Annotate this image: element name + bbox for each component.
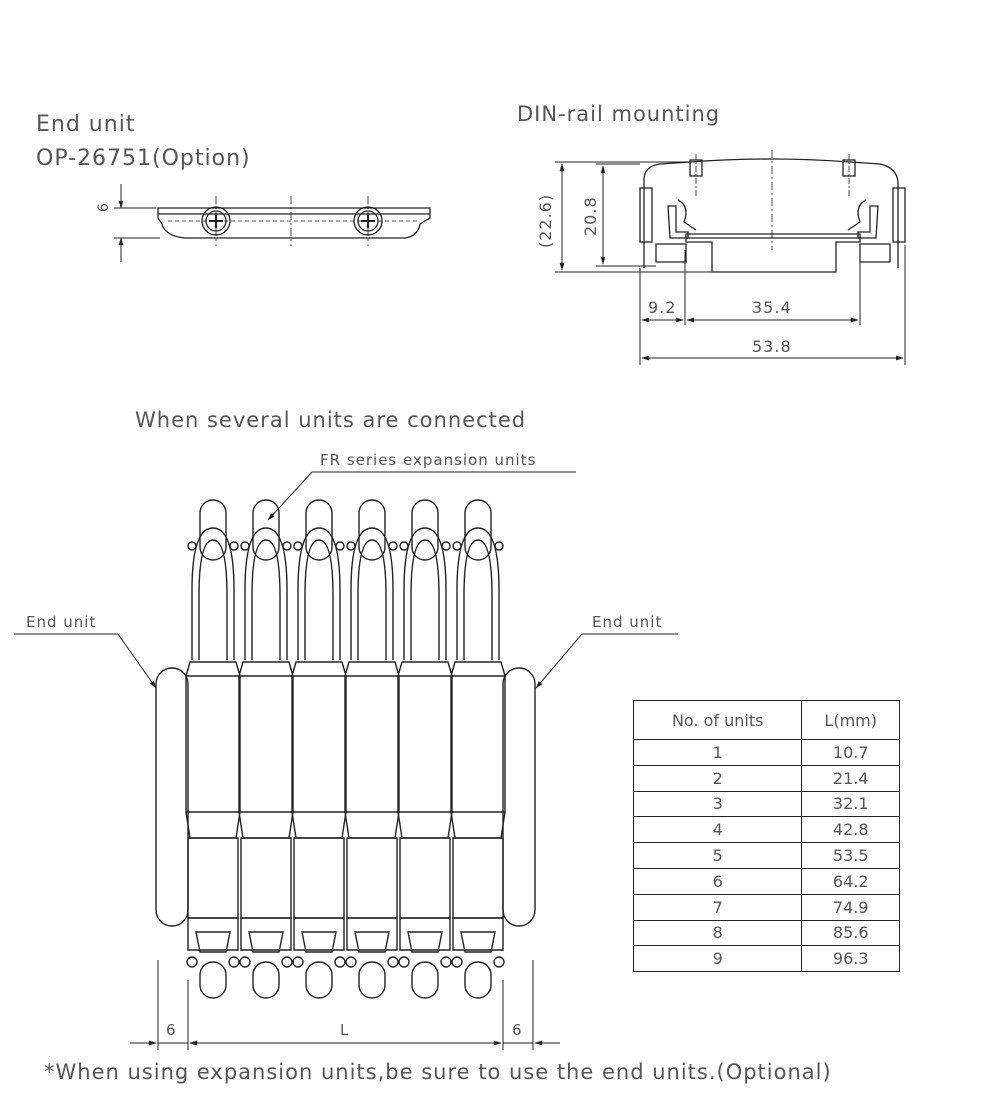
callout-leaders: [14, 471, 678, 689]
end-unit-left: [155, 667, 189, 927]
expansion-unit: [238, 499, 294, 999]
units-cell: 4: [632, 816, 803, 844]
length-cell: 42.8: [801, 816, 900, 844]
header-no-of-units: No. of units: [632, 700, 803, 740]
end-unit-right: [502, 667, 536, 927]
assembly-length-dimension: [130, 960, 560, 1050]
end-unit-left-callout: End unit: [26, 613, 97, 631]
din-rail-front-view: [639, 150, 906, 273]
end-unit-right-callout: End unit: [592, 613, 663, 631]
footnote: *When using expansion units,be sure to u…: [44, 1060, 832, 1084]
length-cell: 21.4: [801, 764, 900, 792]
din-inner-height-label: 20.8: [581, 196, 600, 236]
units-cell: 2: [632, 764, 803, 792]
din-rail-dimensions: [555, 161, 906, 365]
units-cell: 9: [632, 945, 803, 973]
din-left-dim-label: 9.2: [648, 298, 677, 317]
expansion-unit: [185, 499, 241, 999]
length-cell: 64.2: [801, 867, 900, 895]
header-length-mm: L(mm): [801, 700, 900, 740]
length-cell: 53.5: [801, 842, 900, 869]
expansion-units-callout: FR series expansion units: [320, 451, 537, 469]
length-cell: 85.6: [801, 919, 900, 947]
end-unit-title: End unit: [36, 112, 136, 137]
units-cell: 5: [632, 842, 803, 869]
length-cell: 10.7: [801, 739, 900, 766]
din-outer-height-label: (22.6): [536, 193, 555, 248]
end-unit-side-view: [157, 196, 431, 246]
din-total-dim-label: 53.8: [752, 337, 792, 356]
end-unit-height-dimension: [114, 184, 160, 262]
length-cell: 96.3: [801, 945, 900, 973]
din-rail-title: DIN-rail mounting: [517, 102, 721, 126]
din-middle-dim-label: 35.4: [752, 298, 792, 317]
units-cell: 6: [632, 867, 803, 895]
left-end-dim-label: 6: [166, 1021, 177, 1039]
end-unit-part-number: OP-26751(Option): [36, 146, 251, 171]
right-end-dim-label: 6: [512, 1021, 523, 1039]
length-cell: 32.1: [801, 790, 900, 818]
expansion-unit: [397, 499, 453, 999]
expansion-unit: [450, 499, 506, 999]
units-cell: 7: [632, 893, 803, 921]
length-dim-label: L: [340, 1021, 350, 1039]
units-cell: 8: [632, 919, 803, 947]
table-header-row: No. of units L(mm): [632, 700, 900, 740]
length-cell: 74.9: [801, 893, 900, 921]
expansion-unit: [344, 499, 400, 999]
units-cell: 1: [632, 739, 803, 766]
expansion-unit: [291, 499, 347, 999]
connected-units-title: When several units are connected: [135, 408, 527, 432]
connected-units-assembly: [155, 499, 536, 999]
units-cell: 3: [632, 790, 803, 818]
end-unit-height-label: 6: [96, 202, 112, 212]
